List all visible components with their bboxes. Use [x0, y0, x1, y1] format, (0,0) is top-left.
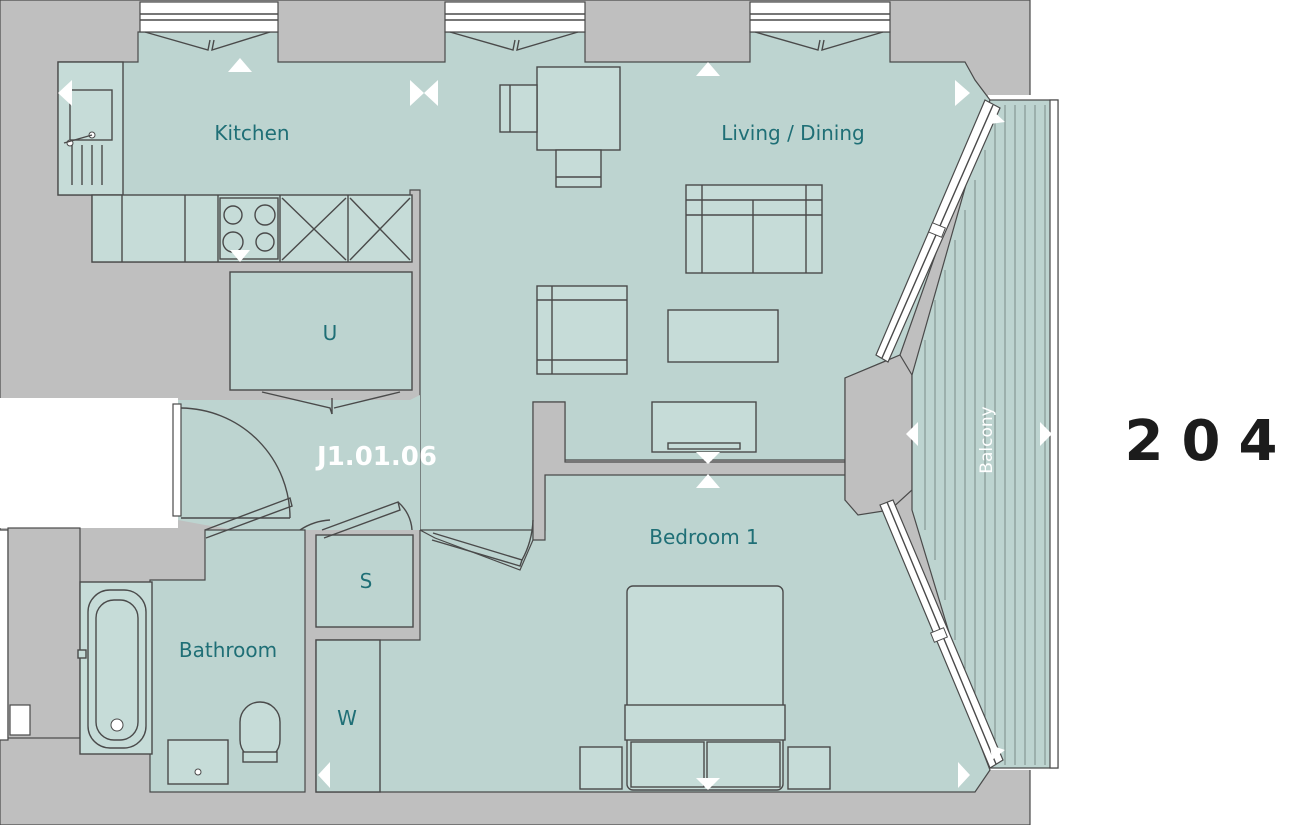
windows [139, 1, 891, 52]
wardrobe-label: W [337, 706, 357, 730]
storage-label: S [360, 569, 373, 593]
balcony [875, 99, 1059, 769]
direction-arrows [58, 58, 1052, 790]
bathroom-label: Bathroom [179, 638, 277, 662]
bathroom-fittings [77, 581, 281, 785]
bedroom-furniture [579, 585, 831, 791]
doors [172, 391, 534, 567]
bedroom-label: Bedroom 1 [649, 525, 759, 549]
room-labels: Kitchen Living / Dining U Bedroom 1 S Ba… [179, 121, 997, 730]
living-furniture [499, 66, 823, 453]
kitchen-fittings [57, 61, 413, 263]
utility-label: U [323, 321, 338, 345]
interior-floor [57, 31, 991, 793]
living-dining-label: Living / Dining [721, 121, 864, 145]
unit-id: J1.01.06 [315, 442, 437, 472]
balcony-label: Balcony [977, 406, 997, 473]
kitchen-label: Kitchen [214, 121, 289, 145]
plot-number: 204 [1125, 409, 1296, 474]
